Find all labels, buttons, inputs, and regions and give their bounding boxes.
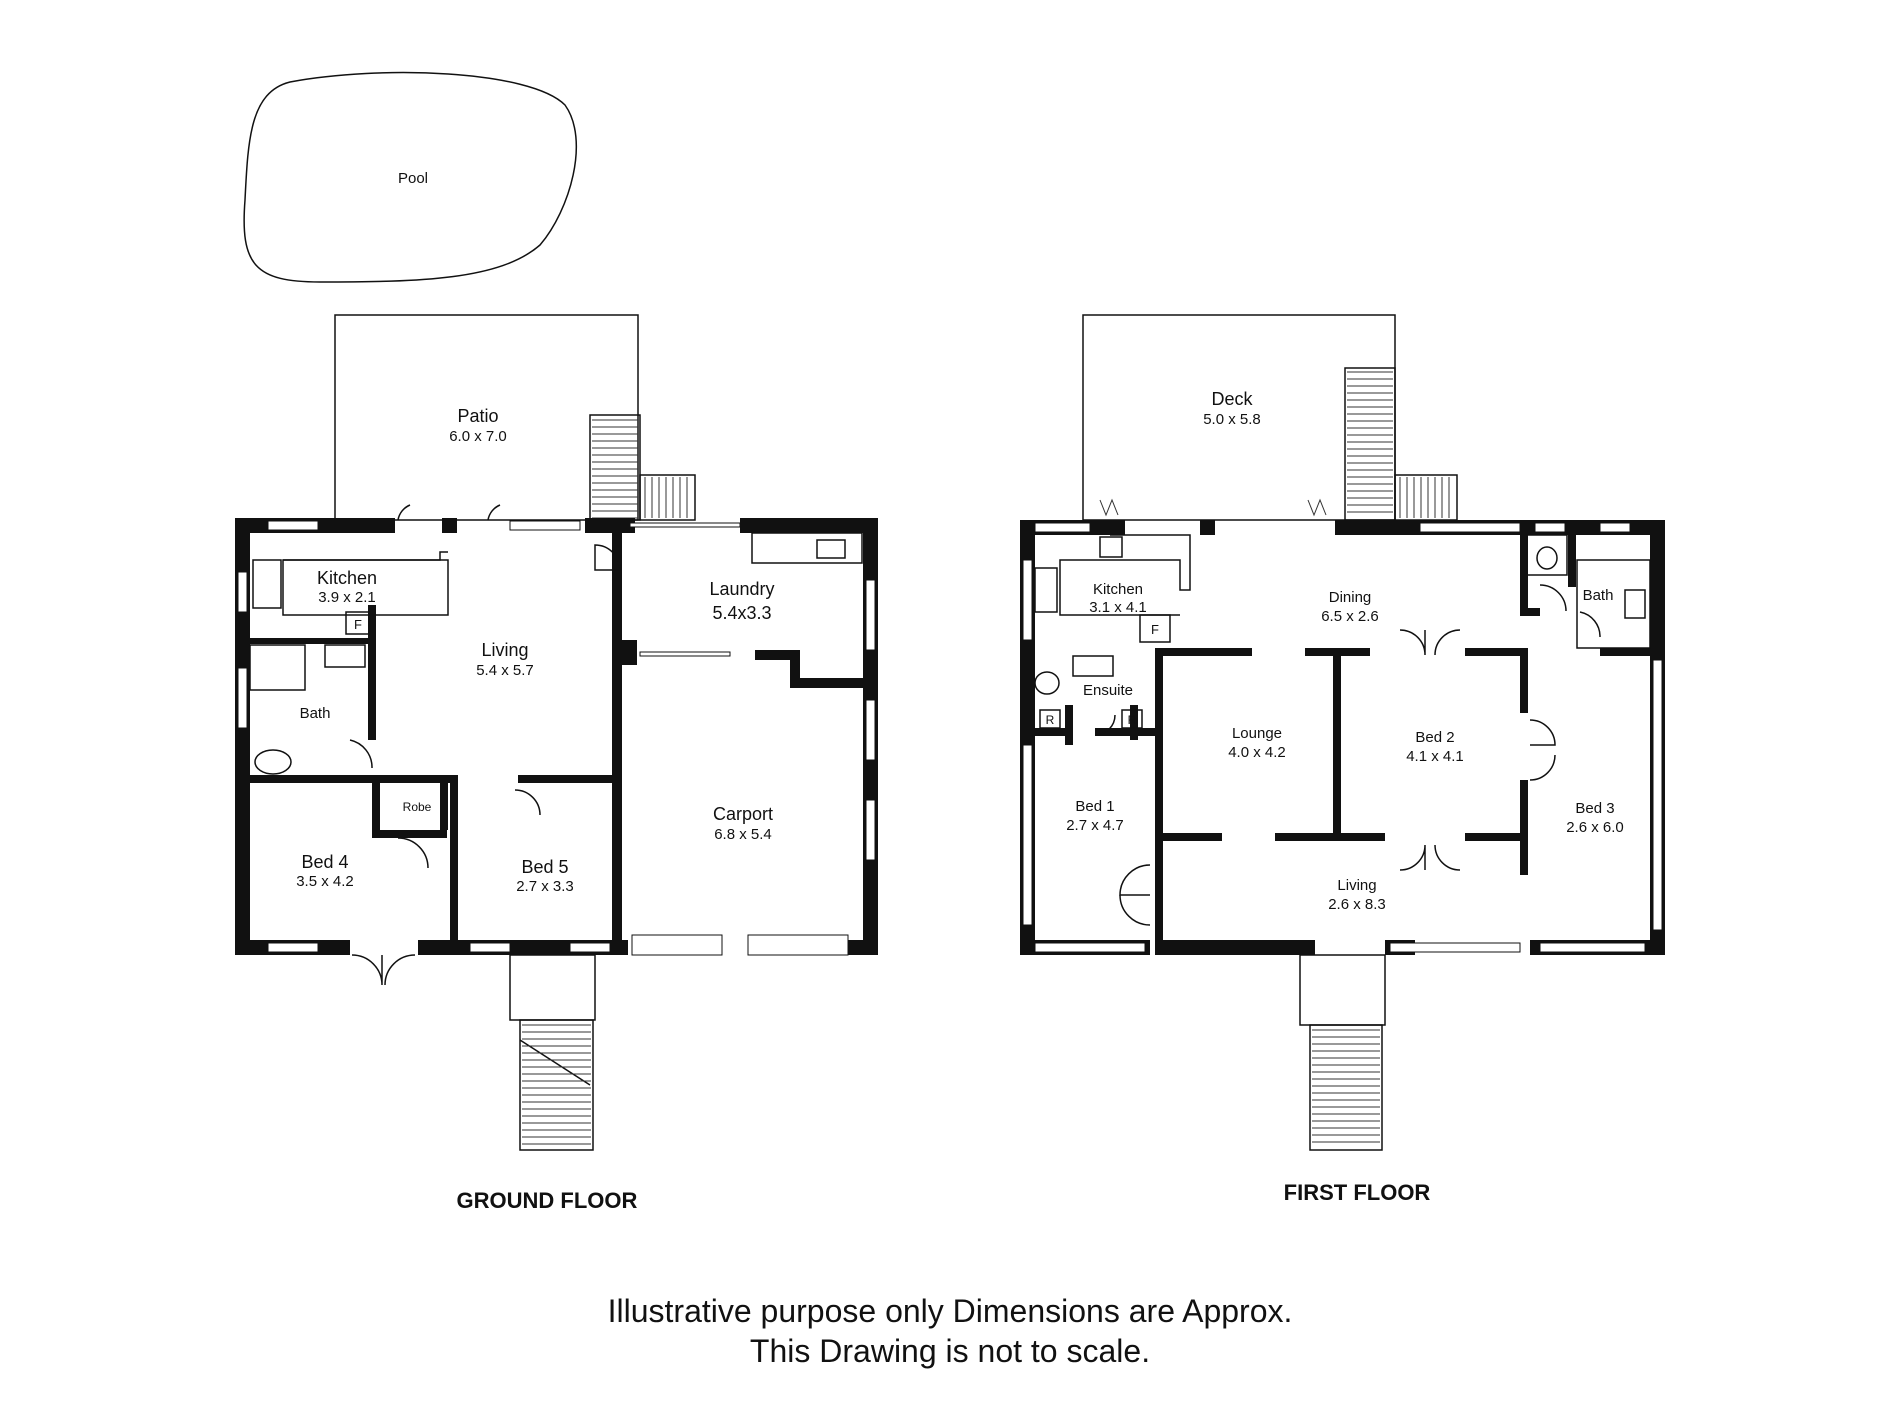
gf-kitchen-name: Kitchen [317, 568, 377, 588]
deck-stairs [1344, 367, 1458, 521]
ground-front-stairs [509, 954, 596, 1151]
gf-laundry-name: Laundry [709, 579, 774, 599]
gf-bed5-dims: 2.7 x 3.3 [516, 878, 574, 895]
patio-stairs [589, 414, 696, 521]
ff-dining-name: Dining [1329, 589, 1372, 606]
gf-living-dims: 5.4 x 5.7 [476, 662, 534, 679]
first-fridge-label: F [1151, 622, 1159, 637]
ff-dining-dims: 6.5 x 2.6 [1321, 608, 1379, 625]
gf-bed4-name: Bed 4 [301, 852, 348, 872]
gf-living-name: Living [481, 640, 528, 660]
pool: Pool [243, 71, 578, 283]
ground-floor-title: GROUND FLOOR [457, 1188, 638, 1213]
ff-lounge-dims: 4.0 x 4.2 [1228, 744, 1286, 761]
ground-floor-plan: F Patio 6.0 x 7.0 Kitchen 3.9 x 2.1 [235, 314, 878, 1213]
ff-bath-name: Bath [1583, 587, 1614, 604]
first-floor-title: FIRST FLOOR [1284, 1180, 1431, 1205]
ground-fridge-label: F [354, 617, 362, 632]
ff-ensuite-name: Ensuite [1083, 682, 1133, 699]
first-robe-label-2: R [1128, 713, 1137, 727]
ff-lounge-name: Lounge [1232, 725, 1282, 742]
gf-bed5-name: Bed 5 [521, 857, 568, 877]
gf-carport-dims: 6.8 x 5.4 [714, 826, 772, 843]
ff-bed1-dims: 2.7 x 4.7 [1066, 817, 1124, 834]
ff-bed1-name: Bed 1 [1075, 798, 1114, 815]
gf-robe-name: Robe [403, 800, 432, 814]
gf-patio-name: Patio [457, 406, 498, 426]
ff-kitchen-name: Kitchen [1093, 581, 1143, 598]
ff-living-dims: 2.6 x 8.3 [1328, 896, 1386, 913]
first-floor-windows [1022, 522, 1663, 953]
first-floor-plan: F R R [1020, 314, 1665, 1205]
gf-kitchen-dims: 3.9 x 2.1 [318, 589, 376, 606]
gf-patio-dims: 6.0 x 7.0 [449, 428, 507, 445]
first-robe-label-1: R [1046, 713, 1055, 727]
ff-bed3-name: Bed 3 [1575, 800, 1614, 817]
ff-deck-dims: 5.0 x 5.8 [1203, 411, 1261, 428]
first-front-stairs [1299, 954, 1386, 1151]
pool-outline [243, 71, 578, 283]
ground-floor-fixtures: F [249, 504, 863, 986]
ground-floor-windows [237, 520, 876, 956]
gf-bed4-dims: 3.5 x 4.2 [296, 873, 354, 890]
disclaimer-line-1: Illustrative purpose only Dimensions are… [608, 1293, 1293, 1329]
disclaimer-line-2: This Drawing is not to scale. [750, 1333, 1150, 1369]
patio-outline [334, 314, 639, 521]
ff-deck-name: Deck [1211, 389, 1253, 409]
ff-bed2-dims: 4.1 x 4.1 [1406, 748, 1464, 765]
gf-laundry-dims: 5.4x3.3 [712, 603, 771, 623]
ff-kitchen-dims: 3.1 x 4.1 [1089, 599, 1147, 616]
first-floor-fixtures: F R R [1034, 498, 1651, 926]
ff-bed2-name: Bed 2 [1415, 729, 1454, 746]
ff-bed3-dims: 2.6 x 6.0 [1566, 819, 1624, 836]
pool-label: Pool [398, 170, 428, 187]
gf-bath-name: Bath [300, 705, 331, 722]
ff-living-name: Living [1337, 877, 1376, 894]
gf-carport-name: Carport [713, 804, 773, 824]
